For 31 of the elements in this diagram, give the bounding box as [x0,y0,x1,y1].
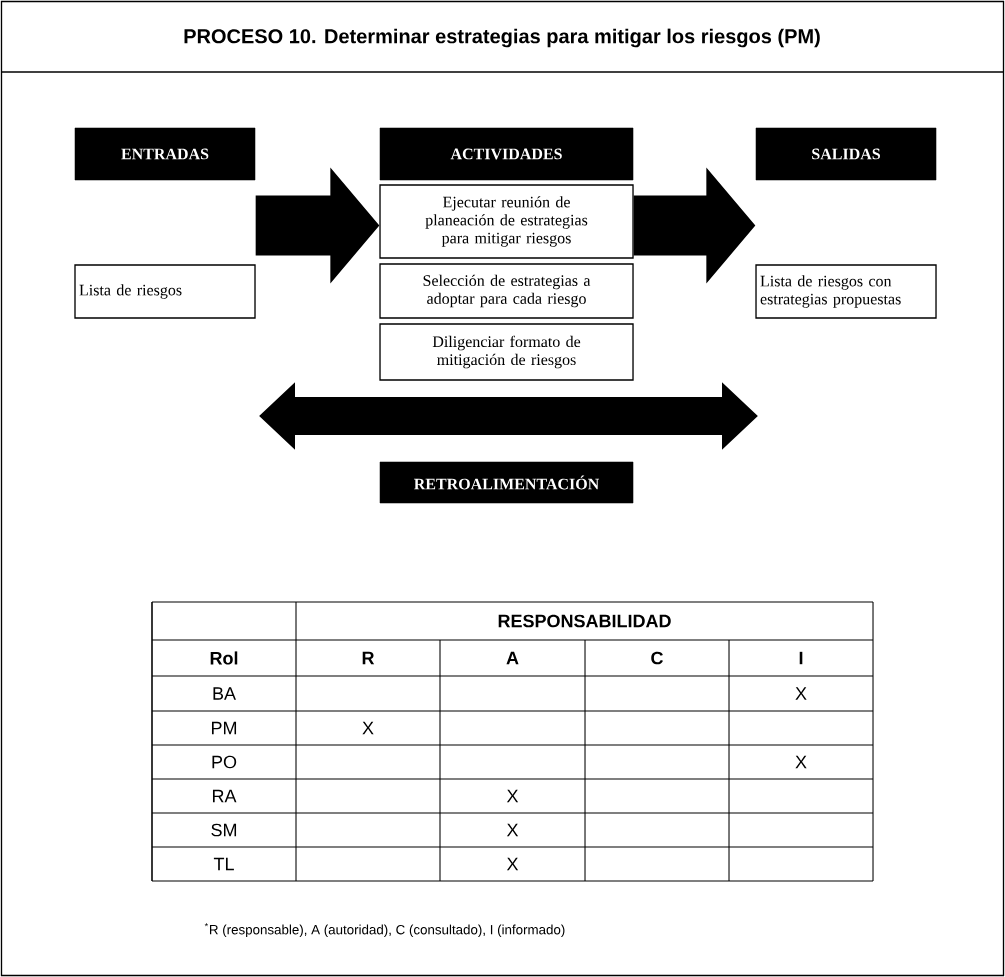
row-label: TL [213,857,234,871]
header-box: RETROALIMENTACIÓN [379,461,634,504]
table-mark: X [506,857,519,871]
row-label: RA [213,789,237,803]
table-mark: X [362,721,374,735]
table-mark: X [795,755,807,769]
column-header: A [506,651,519,665]
row-label: PO [212,755,237,769]
block-arrow [633,167,756,284]
row-label: BA [213,687,236,700]
activity-box: Diligenciar formato de mitigación de riesgos [379,323,634,381]
input-output-box: Lista de riesgos [74,264,256,319]
title: PROCESO 10. Determinar estrategias para mitigar los riesgos (PM) [184,28,820,48]
footnote: $^{*}$R (responsable), A (autoridad), C (consultado), I (informado) [204,923,565,937]
activity-box: Selección de estrategias a adoptar para cada riesgo [379,263,634,319]
column-header: C [651,651,663,665]
row-label: SM [211,823,237,837]
row-label: PM [212,721,237,735]
header-box: ENTRADAS [74,127,256,181]
column-header: R [362,651,375,665]
column-header: RESPONSABILIDAD [498,614,671,628]
table-mark: X [506,789,519,803]
column-header: Rol [210,651,238,665]
input-output-box: Lista de riesgos con estrategias propuestas [755,264,937,319]
table-mark: X [795,687,807,700]
header-box: SALIDAS [755,127,937,181]
header-box: ACTIVIDADES [379,127,634,181]
column-header: I [799,651,803,665]
table-mark: X [506,823,519,837]
block-arrow [255,167,380,284]
activity-box: Ejecutar reunión de planeación de estrategias para mitigar riesgos [379,184,634,259]
